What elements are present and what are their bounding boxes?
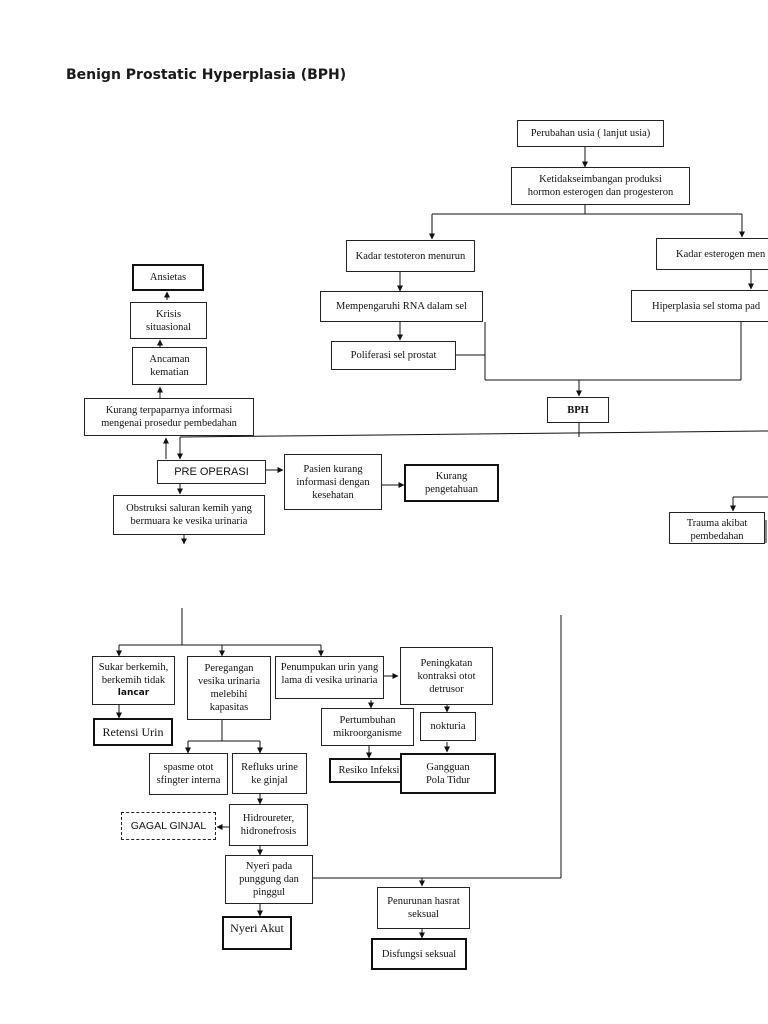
node-disfungsi-seksual: Disfungsi seksual	[371, 938, 467, 970]
node-resiko-infeksi: Resiko Infeksi	[329, 758, 409, 783]
node-pre-operasi: PRE OPERASI	[157, 460, 266, 484]
node-sukar-berkemih: Sukar berkemih, berkemih tidak lancar	[92, 656, 175, 705]
node-nyeri-akut: Nyeri Akut	[222, 916, 292, 950]
node-obstruksi-saluran-kemih: Obstruksi saluran kemih yang bermuara ke…	[113, 495, 265, 535]
node-hiperplasia-sel-stoma: Hiperplasia sel stoma pad	[631, 290, 768, 322]
node-ketidakseimbangan-hormon: Ketidakseimbangan produksi hormon estero…	[511, 167, 690, 205]
node-refluks-urine: Refluks urine ke ginjal	[232, 753, 307, 794]
page-title: Benign Prostatic Hyperplasia (BPH)	[66, 67, 347, 83]
node-bph: BPH	[547, 397, 609, 423]
node-gangguan-pola-tidur: Gangguan Pola Tidur	[400, 753, 496, 794]
node-perubahan-usia: Perubahan usia ( lanjut usia)	[517, 120, 664, 147]
node-kadar-esterogen: Kadar esterogen men	[656, 238, 768, 270]
node-poliferasi-sel-prostat: Poliferasi sel prostat	[331, 341, 456, 370]
node-penumpukan-urin: Penumpukan urin yang lama di vesika urin…	[275, 656, 384, 699]
node-peregangan-vesika: Peregangan vesika urinaria melebihi kapa…	[187, 656, 271, 720]
node-pasien-kurang-informasi: Pasien kurang informasi dengan kesehatan	[284, 454, 382, 510]
node-mempengaruhi-rna: Mempengaruhi RNA dalam sel	[320, 291, 483, 322]
node-hidroureter: Hidroureter, hidronefrosis	[229, 804, 308, 846]
node-kadar-testoteron-menurun: Kadar testoteron menurun	[346, 240, 475, 272]
node-nokturia: nokturia	[420, 712, 476, 741]
node-kurang-pengetahuan: Kurang pengetahuan	[404, 464, 499, 502]
sukar-berkemih-text: Sukar berkemih, berkemih tidak	[98, 662, 169, 686]
node-gagal-ginjal: GAGAL GINJAL	[121, 812, 216, 840]
node-spasme-otot: spasme otot sfingter interna	[149, 753, 228, 795]
sukar-berkemih-bold: lancar	[117, 688, 150, 698]
node-krisis-situasional: Krisis situasional	[130, 302, 207, 339]
node-retensi-urin: Retensi Urin	[93, 718, 173, 746]
node-kurang-terpaparnya-informasi: Kurang terpaparnya informasi mengenai pr…	[84, 398, 254, 436]
node-pertumbuhan-mikroorganisme: Pertumbuhan mikroorganisme	[321, 708, 414, 746]
node-peningkatan-kontraksi: Peningkatan kontraksi otot detrusor	[400, 647, 493, 705]
node-ancaman-kematian: Ancaman kematian	[132, 347, 207, 385]
node-penurunan-hasrat-seksual: Penurunan hasrat seksual	[377, 887, 470, 929]
node-ansietas: Ansietas	[132, 264, 204, 291]
node-trauma-pembedahan: Trauma akibat pembedahan	[669, 512, 765, 544]
node-nyeri-punggung: Nyeri pada punggung dan pinggul	[225, 855, 313, 904]
